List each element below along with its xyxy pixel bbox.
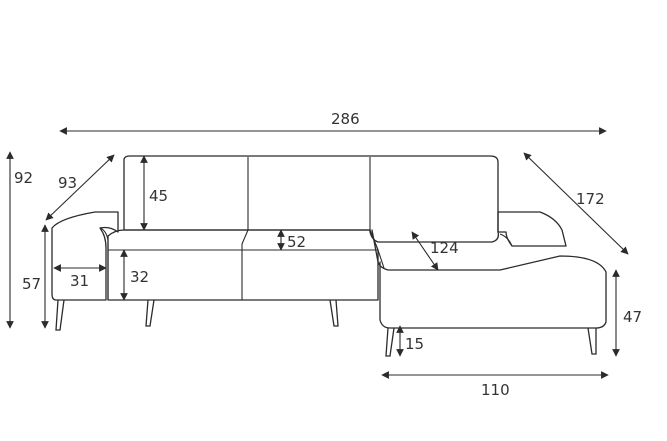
dim-line-depth [45, 154, 115, 221]
label-chaise-width: 110 [481, 381, 510, 399]
label-chaise-diagonal: 124 [430, 239, 459, 257]
dim-line-chaise-length [523, 152, 629, 255]
label-depth: 93 [58, 174, 77, 192]
right-armrest [497, 211, 567, 247]
leg-mid [329, 299, 339, 327]
dimension-labels: 286 92 93 57 31 45 52 32 172 124 47 15 1… [14, 110, 642, 399]
label-chaise-length: 172 [576, 190, 605, 208]
dim-line-chaise-diagonal [411, 231, 439, 271]
sofa-outline [51, 155, 607, 357]
backrest [123, 155, 500, 243]
leg-left-front [55, 299, 65, 331]
left-armrest-inner-edge [99, 227, 109, 300]
chaise [371, 229, 607, 329]
chaise-top-line [377, 249, 385, 269]
leg-chaise-left [385, 327, 395, 357]
label-backrest-height: 45 [149, 187, 168, 205]
label-seat-height: 32 [130, 268, 149, 286]
seat-cushion [107, 229, 379, 301]
label-total-height: 92 [14, 169, 33, 187]
dimension-lines [6, 127, 629, 379]
label-arm-width: 31 [70, 272, 89, 290]
label-leg-height: 15 [405, 335, 424, 353]
leg-left-back [145, 299, 155, 327]
label-chaise-height: 47 [623, 308, 642, 326]
seat-seam-1 [241, 229, 249, 300]
label-arm-height: 57 [22, 275, 41, 293]
label-total-width: 286 [331, 110, 360, 128]
right-armrest-front [499, 233, 513, 247]
leg-chaise-right [587, 327, 597, 355]
label-seat-depth: 52 [287, 233, 306, 251]
